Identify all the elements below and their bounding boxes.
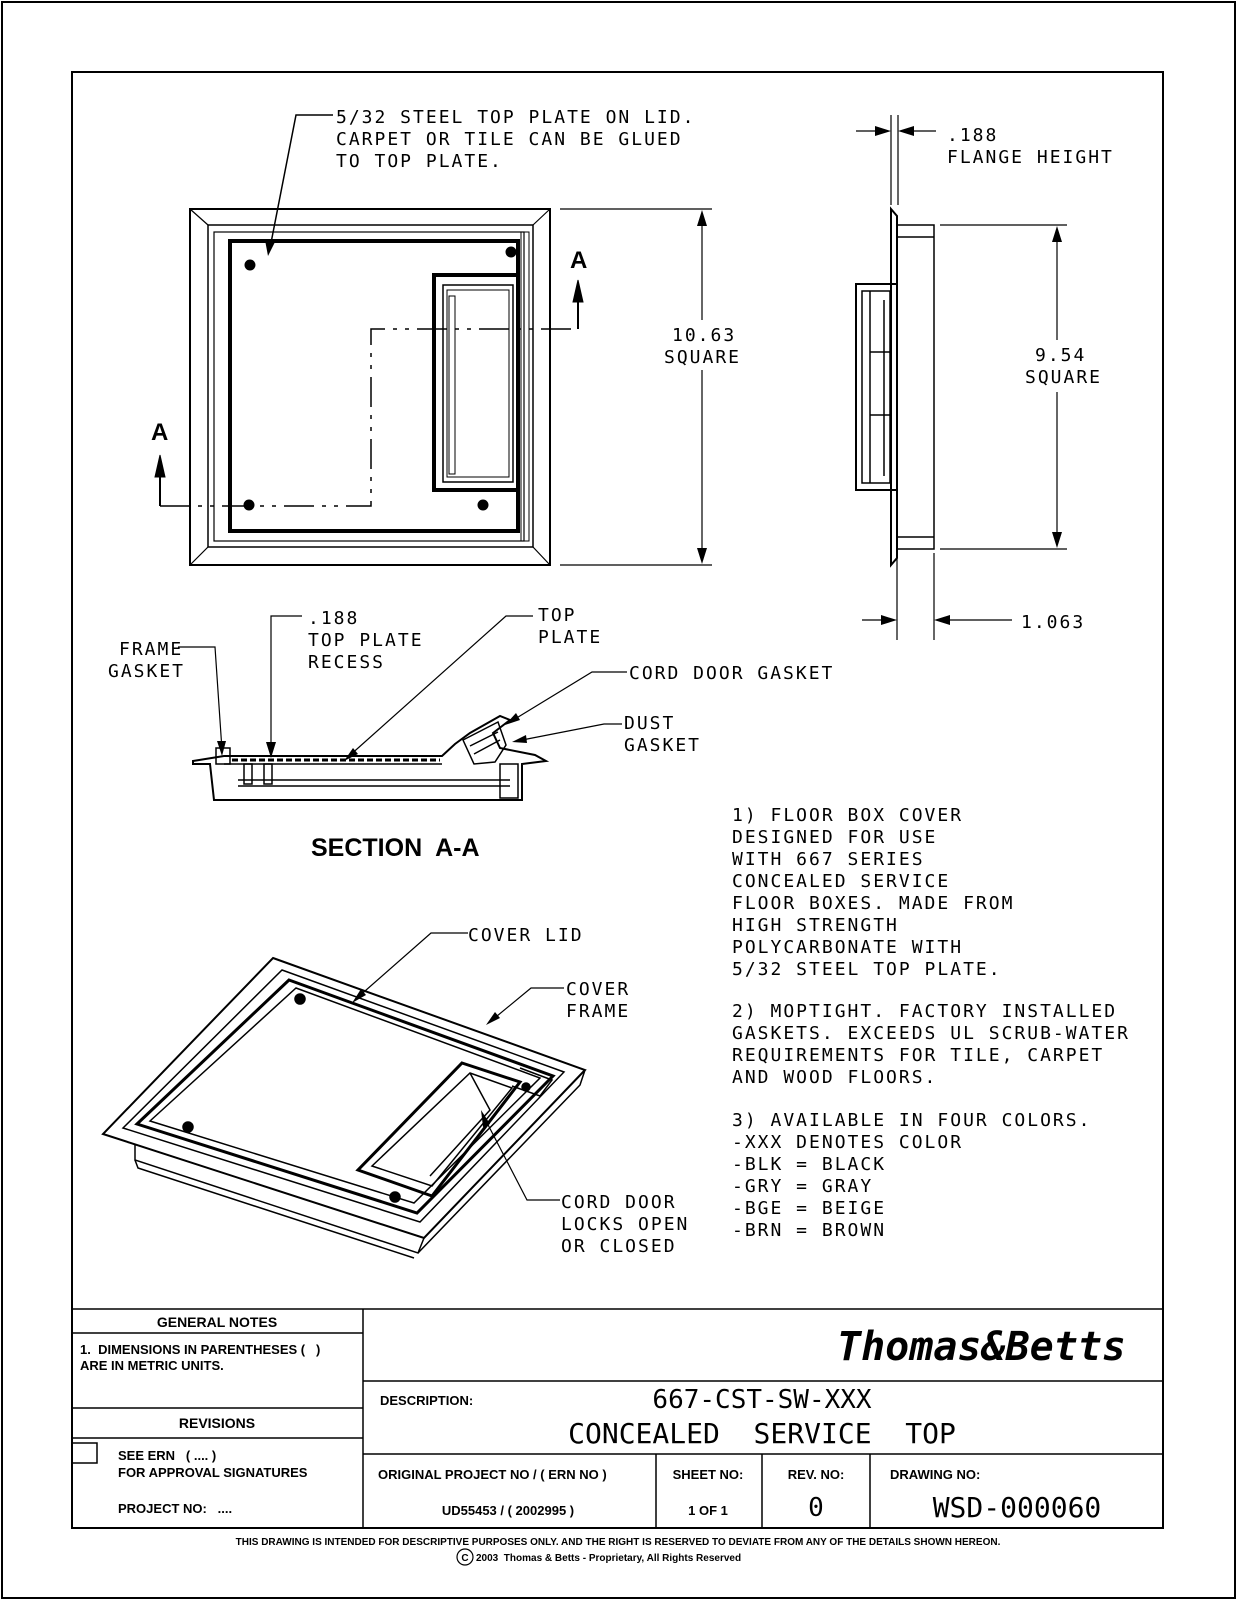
top-plate-note-line-1: 5/32 STEEL TOP PLATE ON LID.	[336, 107, 695, 128]
note-3-line: -GRY = GRAY	[732, 1176, 873, 1197]
top-plate-note-line-2: CARPET OR TILE CAN BE GLUED	[336, 129, 683, 150]
drawing-label: DRAWING NO:	[890, 1467, 980, 1482]
section-title: SECTION A-A	[311, 834, 480, 862]
cord-door-line-2: LOCKS OPEN	[561, 1214, 689, 1235]
dust-gasket-line-2: GASKET	[624, 735, 701, 756]
top-plate-line-1: TOP	[538, 605, 577, 626]
note-1-line: WITH 667 SERIES	[732, 849, 925, 870]
general-note-1-line-2: ARE IN METRIC UNITS.	[80, 1358, 224, 1373]
dust-gasket-line-1: DUST	[624, 713, 675, 734]
note-1-line: POLYCARBONATE WITH	[732, 937, 963, 958]
top-view	[154, 208, 584, 566]
iso-leaders	[352, 932, 564, 1201]
section-marker-right: A	[570, 247, 587, 274]
frame-gasket-line-2: GASKET	[108, 661, 185, 682]
description-label: DESCRIPTION:	[380, 1393, 473, 1408]
recess-line-2: TOP PLATE	[308, 630, 424, 651]
note-3-line: -BLK = BLACK	[732, 1154, 886, 1175]
dim-depth-value: 1.063	[1021, 612, 1085, 633]
note-1-line: 5/32 STEEL TOP PLATE.	[732, 959, 1002, 980]
rev-value: 0	[808, 1493, 824, 1523]
project-no: PROJECT NO: ....	[118, 1501, 232, 1516]
dimension-flange	[856, 115, 936, 205]
isometric-view	[101, 956, 587, 1259]
drawing-border	[71, 71, 1164, 1529]
cord-door-line-1: CORD DOOR	[561, 1192, 677, 1213]
top-plate-note-line-3: TO TOP PLATE.	[336, 151, 503, 172]
note-1-line: HIGH STRENGTH	[732, 915, 899, 936]
rev-label: REV. NO:	[788, 1467, 845, 1482]
revisions-header: REVISIONS	[179, 1415, 255, 1431]
top-plate-line-2: PLATE	[538, 627, 602, 648]
see-ern-line-2: FOR APPROVAL SIGNATURES	[118, 1465, 308, 1480]
sheet-label: SHEET NO:	[673, 1467, 744, 1482]
note-1-line: FLOOR BOXES. MADE FROM	[732, 893, 1014, 914]
dimension-inner	[940, 224, 1067, 550]
general-note-1-line-1: 1. DIMENSIONS IN PARENTHESES ( )	[80, 1342, 320, 1357]
frame-gasket-line-1: FRAME	[119, 639, 183, 660]
part-number: 667-CST-SW-XXX	[652, 1385, 871, 1415]
flange-height-label: FLANGE HEIGHT	[947, 147, 1114, 168]
general-notes-header: GENERAL NOTES	[157, 1314, 277, 1330]
dim-outer-value: 10.63	[672, 325, 736, 346]
flange-height-value: .188	[947, 125, 998, 146]
see-ern-line-1: SEE ERN ( .... )	[118, 1448, 216, 1463]
cover-lid-label: COVER LID	[468, 925, 584, 946]
copyright-symbol: C	[461, 1553, 468, 1564]
top-plate-leader	[265, 114, 333, 256]
copyright-text: 2003 Thomas & Betts - Proprietary, All R…	[476, 1553, 741, 1564]
note-1-line: DESIGNED FOR USE	[732, 827, 937, 848]
note-3-line: -BGE = BEIGE	[732, 1198, 886, 1219]
orig-project-label: ORIGINAL PROJECT NO / ( ERN NO )	[378, 1467, 607, 1482]
dim-inner-unit: SQUARE	[1025, 367, 1102, 388]
note-1-line: 1) FLOOR BOX COVER	[732, 805, 963, 826]
cover-frame-line-1: COVER	[566, 979, 630, 1000]
cord-door-line-3: OR CLOSED	[561, 1236, 677, 1257]
note-3-line: 3) AVAILABLE IN FOUR COLORS.	[732, 1110, 1091, 1131]
cord-door-gasket-label: CORD DOOR GASKET	[629, 663, 834, 684]
dim-outer-unit: SQUARE	[664, 347, 741, 368]
sheet-value: 1 OF 1	[688, 1503, 728, 1518]
note-3-line: -XXX DENOTES COLOR	[732, 1132, 963, 1153]
cover-frame-line-2: FRAME	[566, 1001, 630, 1022]
dimension-depth	[862, 553, 1012, 640]
note-2-line: AND WOOD FLOORS.	[732, 1067, 937, 1088]
note-2-line: GASKETS. EXCEEDS UL SCRUB-WATER	[732, 1023, 1130, 1044]
title-block	[72, 1308, 1163, 1528]
copyright-icon	[456, 1548, 474, 1566]
recess-line-3: RECESS	[308, 652, 385, 673]
dim-inner-value: 9.54	[1035, 345, 1086, 366]
note-1-line: CONCEALED SERVICE	[732, 871, 950, 892]
note-3-line: -BRN = BROWN	[732, 1220, 886, 1241]
dimension-outer	[560, 208, 712, 566]
section-marker-left: A	[151, 419, 168, 446]
notes: 1) FLOOR BOX COVER DESIGNED FOR USE WITH…	[732, 805, 1130, 1241]
part-name: CONCEALED SERVICE TOP	[568, 1417, 956, 1450]
company-logo: Thomas&Betts	[837, 1324, 1126, 1370]
note-2-line: 2) MOPTIGHT. FACTORY INSTALLED	[732, 1001, 1117, 1022]
section-view	[192, 714, 550, 801]
section-leaders	[178, 615, 627, 761]
note-2-line: REQUIREMENTS FOR TILE, CARPET	[732, 1045, 1104, 1066]
orig-project-value: UD55453 / ( 2002995 )	[442, 1503, 574, 1518]
drawing-number: WSD-000060	[933, 1491, 1102, 1524]
disclaimer: THIS DRAWING IS INTENDED FOR DESCRIPTIVE…	[236, 1537, 1001, 1548]
recess-line-1: .188	[308, 608, 359, 629]
side-view	[855, 206, 935, 568]
